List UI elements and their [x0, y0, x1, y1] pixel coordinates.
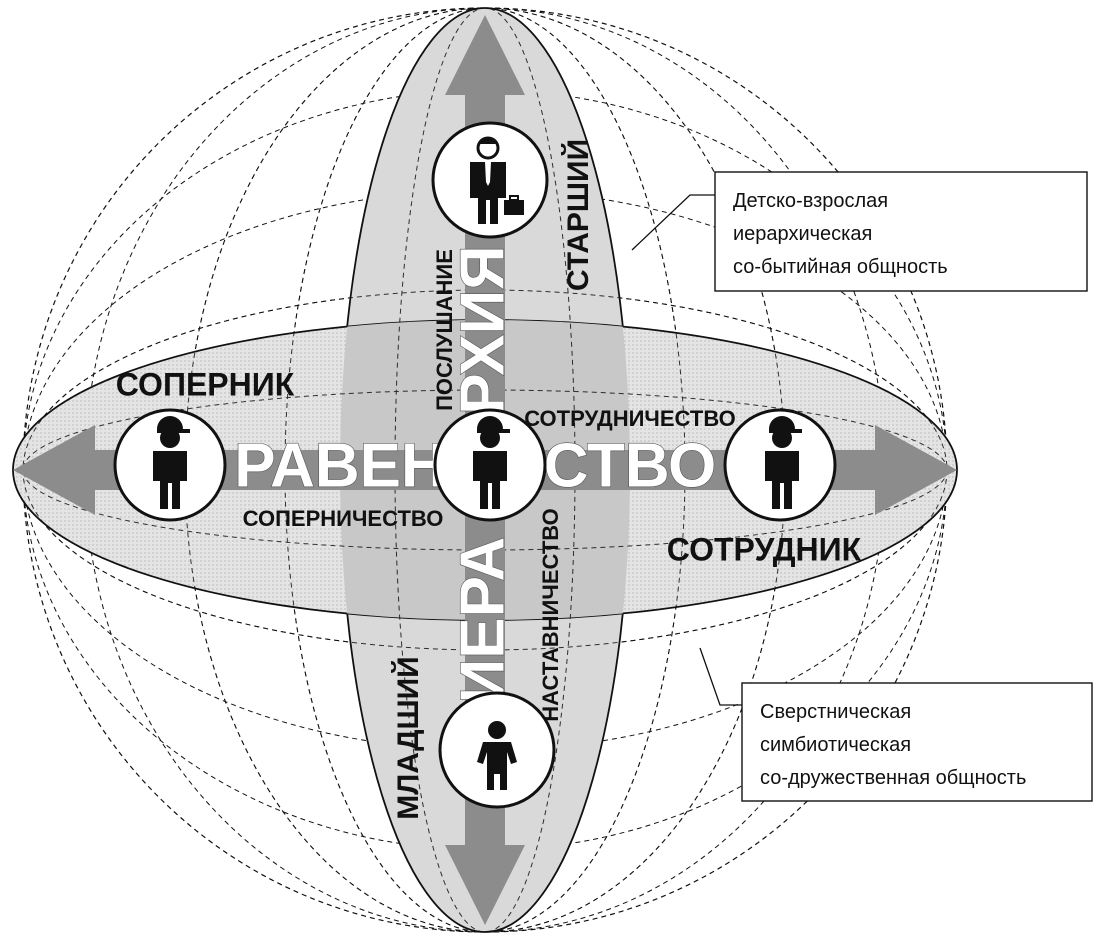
- callout-top-leader: [631, 194, 715, 251]
- label-up-relation: ПОСЛУШАНИЕ: [432, 249, 457, 411]
- equality-word-left: РАВЕН: [234, 431, 446, 500]
- label-top-role: СТАРШИЙ: [561, 139, 595, 291]
- label-down-relation: НАСТАВНИЧЕСТВО: [538, 508, 563, 721]
- node-left: [113, 408, 227, 522]
- label-left-relation: СОПЕРНИЧЕСТВО: [243, 506, 444, 531]
- callout-top: Детско-взрослая иерархическая со-бытийна…: [714, 171, 1088, 292]
- node-right: [723, 408, 837, 522]
- label-right-role: СОТРУДНИК: [667, 531, 862, 567]
- equality-word-right: СТВО: [544, 431, 717, 500]
- callout-bottom: Сверстническая симбиотическая со-дружест…: [741, 682, 1093, 802]
- hierarchy-word-bottom: ИЕРА: [448, 537, 517, 704]
- callout-top-line-3: со-бытийная общность: [733, 256, 948, 278]
- node-bottom: [438, 691, 556, 809]
- callout-top-line-1: Детско-взрослая: [733, 190, 888, 212]
- label-bottom-role: МЛАДШИЙ: [391, 656, 425, 819]
- callout-bottom-line-1: Сверстническая: [760, 701, 911, 723]
- label-right-relation: СОТРУДНИЧЕСТВО: [524, 406, 736, 431]
- callout-bottom-line-3: со-дружественная общность: [760, 767, 1026, 789]
- callout-top-line-2: иерархическая: [733, 223, 872, 245]
- callout-bottom-leader: [699, 647, 742, 706]
- label-left-role: СОПЕРНИК: [116, 366, 295, 402]
- callout-bottom-line-2: симбиотическая: [760, 734, 911, 756]
- node-top: [431, 121, 549, 239]
- node-center: [433, 408, 547, 522]
- hierarchy-word-top: РХИЯ: [448, 245, 517, 414]
